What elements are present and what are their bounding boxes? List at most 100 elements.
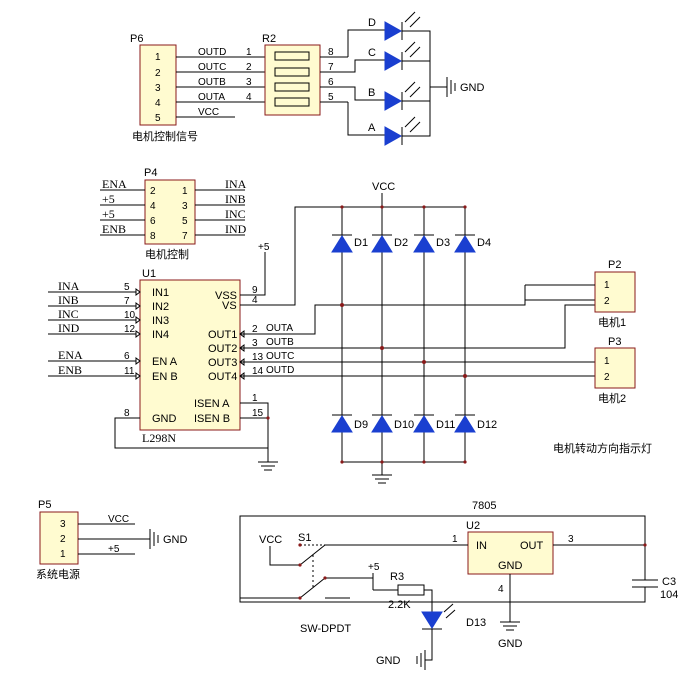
u1-num-6: 6 [124, 351, 130, 362]
u1-pin-out2: OUT2 [208, 343, 237, 355]
u1-num-13: 13 [252, 352, 264, 363]
p5-connector: P5 3 2 1 VCC +5 GND 系统电源 [36, 499, 188, 581]
diode-label-d4: D4 [477, 237, 491, 249]
p3-pin-2: 2 [604, 372, 610, 383]
diode-label-d9: D9 [354, 419, 368, 431]
led-label-c: C [368, 47, 376, 59]
p5-net-vcc: VCC [108, 514, 129, 525]
u1-num-10: 10 [124, 310, 136, 321]
p5-pin-3: 3 [60, 519, 66, 530]
r2-pin-1: 1 [246, 47, 252, 58]
p6-pin-1: 1 [155, 52, 161, 63]
u1-pin-out4: OUT4 [208, 371, 237, 383]
u1-num-14: 14 [252, 366, 264, 377]
u1-net-ina: INA [58, 279, 80, 293]
p4-ref: P4 [144, 167, 157, 179]
p4-net-ind: IND [225, 222, 247, 236]
u2-num-in: 1 [452, 534, 458, 545]
u1-num-8: 8 [124, 408, 130, 419]
diode-d4 [454, 235, 476, 253]
p4-net-ina: INA [225, 177, 247, 191]
u1-pin-in2: IN2 [152, 301, 169, 313]
r3-value: 2.2K [388, 599, 411, 611]
u1-pin-isenb: ISEN B [194, 413, 230, 425]
reg-gnd: GND [498, 638, 523, 650]
p2-connector: P2 1 2 电机1 [524, 259, 636, 329]
u1-pin-enb: EN B [152, 371, 178, 383]
p4-net-5v-b: +5 [102, 207, 115, 221]
switch-vcc: VCC [259, 534, 282, 546]
p4-pin-1: 1 [182, 186, 188, 197]
p4-pin-3: 3 [182, 201, 188, 212]
diode-d11 [413, 415, 435, 433]
top-leds-gnd: GND [460, 82, 485, 94]
u1-num-12: 12 [124, 324, 136, 335]
u1-pin-out3: OUT3 [208, 357, 237, 369]
diode-d10 [371, 415, 393, 433]
p4-caption: 电机控制 [145, 247, 189, 261]
r2-pin-8: 8 [328, 47, 334, 58]
p4-pin-8: 8 [150, 231, 156, 242]
u2-num-gnd: 4 [498, 584, 504, 595]
u2-pin-gnd: GND [498, 560, 523, 572]
net-vcc: VCC [198, 107, 219, 118]
p3-pin-1: 1 [604, 356, 610, 367]
led-label-d: D [368, 17, 376, 29]
r2-resistor-array: R2 8 7 6 5 [262, 33, 348, 116]
bridge-caption: 电机转动方向指示灯 [553, 441, 652, 455]
led-d [384, 21, 403, 41]
led-label-a: A [368, 122, 376, 134]
sw-type: SW-DPDT [300, 623, 351, 635]
u1-pin-in3: IN3 [152, 315, 169, 327]
p5-body [39, 511, 79, 565]
r2-pin-4: 4 [246, 92, 252, 103]
diode-d1 [331, 235, 353, 253]
p3-body [594, 347, 636, 389]
c3-value: 104 [660, 589, 678, 601]
d13-ref: D13 [466, 617, 486, 629]
u1-pin-vss: VSS [215, 290, 237, 302]
net-label-outc: OUTC [266, 351, 294, 362]
u1-part: L298N [142, 431, 176, 445]
power-section: 7805 C3 104 U2 IN OUT GND 1 3 4 GND S1 V… [239, 500, 678, 670]
diode-d12 [454, 415, 476, 433]
p3-caption: 电机2 [598, 391, 626, 405]
output-rails: OUTA OUTB OUTC OUTD [240, 299, 595, 378]
p5-gnd: GND [163, 534, 188, 546]
net-outb: OUTB [198, 77, 226, 88]
u1-num-11: 11 [124, 366, 135, 377]
u1-pin-ena: EN A [152, 356, 178, 368]
u1-net-ena: ENA [58, 348, 83, 362]
p6-connector: P6 1 2 3 4 5 电机控制信号 [130, 33, 198, 143]
p6-pin-4: 4 [155, 98, 161, 109]
p6-caption: 电机控制信号 [132, 129, 198, 143]
p3-connector: P3 1 2 电机2 [594, 336, 636, 405]
u1-body [139, 279, 241, 431]
net-outc: OUTC [198, 62, 226, 73]
d13-led [421, 611, 443, 629]
c3-ref: C3 [662, 576, 676, 588]
p4-net-ena: ENA [102, 177, 127, 191]
p5-net-5v: +5 [108, 544, 120, 555]
u2-ref: U2 [466, 520, 480, 532]
reg-title: 7805 [472, 500, 496, 512]
u1-num-5: 5 [124, 282, 130, 293]
u1-pin-in1: IN1 [152, 287, 169, 299]
p3-ref: P3 [608, 336, 621, 348]
u1-ref: U1 [142, 268, 156, 280]
net-label-outd: OUTD [266, 365, 294, 376]
diode-d9 [331, 415, 353, 433]
p5-pin-2: 2 [60, 534, 66, 545]
diode-label-d2: D2 [394, 237, 408, 249]
u2-pin-in: IN [476, 540, 487, 552]
p6-pin-2: 2 [155, 68, 161, 79]
r2-pin-5: 5 [328, 92, 334, 103]
u1-pin-in4: IN4 [152, 329, 169, 341]
p4-pin-4: 4 [150, 201, 156, 212]
net-label-outa: OUTA [266, 323, 293, 334]
p5-caption: 系统电源 [36, 567, 80, 581]
p5-pin-1: 1 [60, 549, 66, 560]
